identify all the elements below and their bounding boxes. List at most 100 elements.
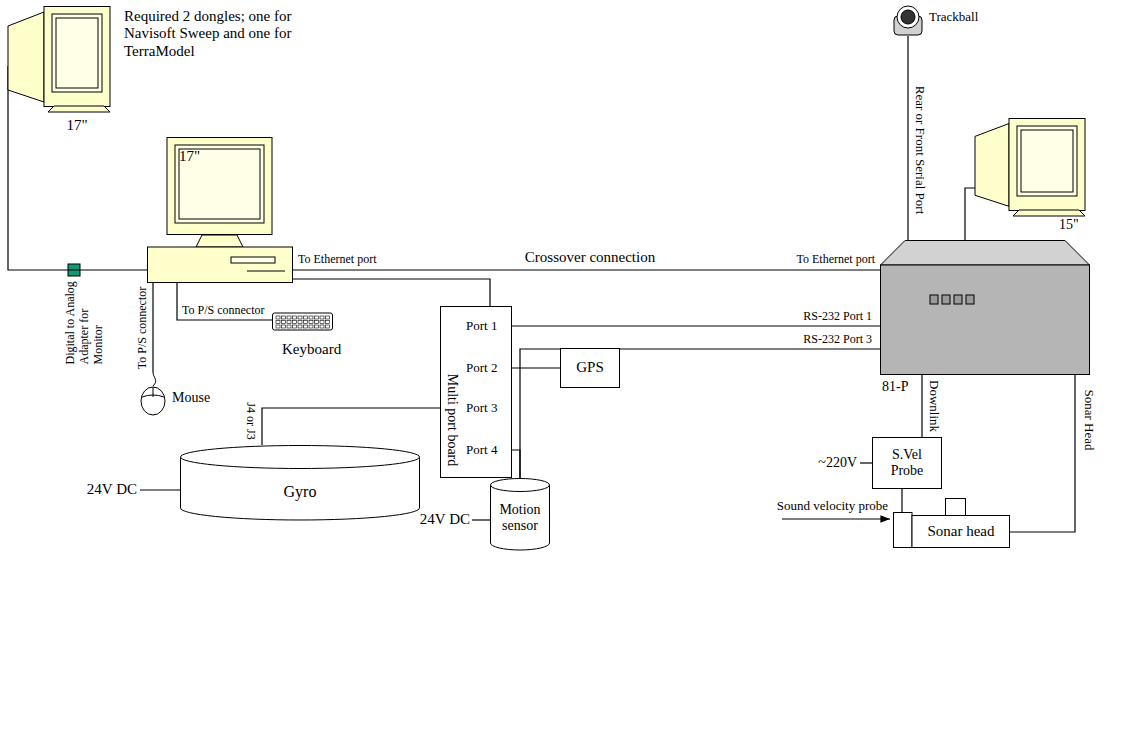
motion-sensor-cylinder: Motion sensor bbox=[490, 478, 550, 550]
connector-label: To P/S connector bbox=[182, 304, 264, 318]
mouse-buttons bbox=[142, 387, 164, 397]
mouse-outline bbox=[138, 372, 168, 416]
processor-top bbox=[881, 241, 1090, 266]
monitor-cable bbox=[965, 188, 975, 240]
multiport-board: Multi port boardPort 1Port 2Port 3Port 4 bbox=[440, 306, 512, 478]
note-text: Required 2 dongles; one for Navisoft Swe… bbox=[124, 8, 329, 60]
port-note: To Ethernet port bbox=[298, 253, 376, 267]
monitor-15-outline bbox=[975, 118, 1087, 232]
power-wire bbox=[860, 462, 873, 463]
mouse: Mouse bbox=[138, 372, 168, 416]
keyboard-key bbox=[304, 325, 308, 328]
serial-cable bbox=[520, 349, 880, 478]
drive-slot bbox=[231, 257, 275, 263]
serial-cable bbox=[512, 325, 880, 326]
keyboard-cable bbox=[177, 283, 272, 320]
keyboard-key bbox=[315, 316, 319, 319]
keyboard-key bbox=[276, 316, 280, 319]
node-text: Port 4 bbox=[466, 443, 497, 458]
probe-sensor bbox=[894, 513, 913, 548]
motion-cable bbox=[512, 450, 520, 478]
node-text: Trackball bbox=[929, 10, 978, 25]
monitor-screen bbox=[175, 145, 264, 223]
port-note: To Ethernet port bbox=[797, 253, 875, 267]
keyboard-key bbox=[320, 316, 324, 319]
node-text: S.Vel Probe bbox=[878, 447, 936, 479]
part-label: Sound velocity probe bbox=[777, 499, 888, 514]
computer: 17" bbox=[147, 137, 293, 283]
keyboard-key bbox=[282, 325, 286, 328]
keyboard-key bbox=[282, 321, 286, 324]
box-outline bbox=[441, 307, 512, 478]
node-text: Port 1 bbox=[466, 319, 497, 334]
node-text: 81-P bbox=[882, 379, 908, 395]
keyboard-key bbox=[320, 321, 324, 324]
connector-label: Sonar Head bbox=[1082, 389, 1097, 450]
keyboard-key bbox=[304, 321, 308, 324]
gyro-cable bbox=[262, 408, 440, 445]
monitor-17-left-outline bbox=[8, 6, 112, 136]
keyboard-key bbox=[326, 316, 330, 319]
system-unit bbox=[148, 247, 293, 283]
node-text: Keyboard bbox=[282, 341, 341, 358]
processor-81p-outline bbox=[880, 240, 1090, 375]
processor-81p: 81-P bbox=[880, 240, 1090, 375]
monitor-screen bbox=[52, 14, 102, 92]
sonar-cable bbox=[1010, 375, 1075, 532]
cylinder-top bbox=[181, 446, 420, 469]
board-cable bbox=[293, 279, 490, 306]
gps-box: GPS bbox=[560, 348, 620, 388]
leader-arrow bbox=[782, 518, 890, 519]
monitor-bezel bbox=[44, 7, 110, 107]
power-label: 24V DC bbox=[87, 481, 137, 498]
box-outline bbox=[873, 438, 942, 489]
panel-square bbox=[954, 295, 962, 304]
downlink-cable bbox=[921, 375, 922, 437]
computer-outline bbox=[147, 137, 293, 283]
connector-label: RS-232 Port 3 bbox=[803, 333, 872, 347]
node-text: GPS bbox=[576, 359, 604, 376]
node-text: Port 2 bbox=[466, 361, 497, 376]
keyboard-key bbox=[287, 316, 291, 319]
keyboard-key bbox=[326, 321, 330, 324]
monitor-glass bbox=[56, 18, 98, 88]
connector-label: RS-232 Port 1 bbox=[803, 310, 872, 324]
mouse-cord bbox=[153, 372, 156, 386]
sonar-head: Sonar head bbox=[893, 512, 1010, 548]
node-text: Sonar head bbox=[927, 523, 994, 540]
keyboard-key bbox=[315, 325, 319, 328]
cylinder-top bbox=[491, 479, 550, 492]
keyboard-key bbox=[298, 325, 302, 328]
transducer-box bbox=[946, 499, 966, 516]
trackball-cable bbox=[907, 36, 908, 240]
gyro-cylinder-outline bbox=[180, 445, 420, 520]
keyboard-key bbox=[293, 321, 297, 324]
gyro-cylinder: Gyro bbox=[180, 445, 420, 520]
keyboard-key bbox=[320, 325, 324, 328]
keyboard-key bbox=[293, 325, 297, 328]
keyboard-key bbox=[309, 325, 313, 328]
power-wire bbox=[140, 489, 181, 490]
connector-label: Downlink bbox=[927, 380, 942, 432]
keyboard-key bbox=[287, 325, 291, 328]
panel-square bbox=[942, 295, 950, 304]
node-text: 17" bbox=[179, 148, 200, 165]
keyboard-key bbox=[276, 321, 280, 324]
monitor-stand bbox=[196, 235, 243, 247]
keyboard-key bbox=[309, 316, 313, 319]
trackball-outline bbox=[893, 4, 923, 36]
monitor-rear bbox=[8, 12, 44, 102]
node-text: Motion sensor bbox=[496, 502, 544, 534]
keyboard-key bbox=[287, 321, 291, 324]
keyboard-key bbox=[304, 316, 308, 319]
processor-body bbox=[881, 265, 1090, 375]
unit-trim bbox=[247, 271, 285, 272]
keyboard-body bbox=[273, 313, 333, 330]
node-text: Port 3 bbox=[466, 401, 497, 416]
keyboard-key bbox=[326, 325, 330, 328]
panel-square bbox=[930, 295, 938, 304]
monitor-rear bbox=[975, 124, 1009, 207]
trackball: Trackball bbox=[893, 4, 923, 36]
keyboard-key bbox=[309, 321, 313, 324]
